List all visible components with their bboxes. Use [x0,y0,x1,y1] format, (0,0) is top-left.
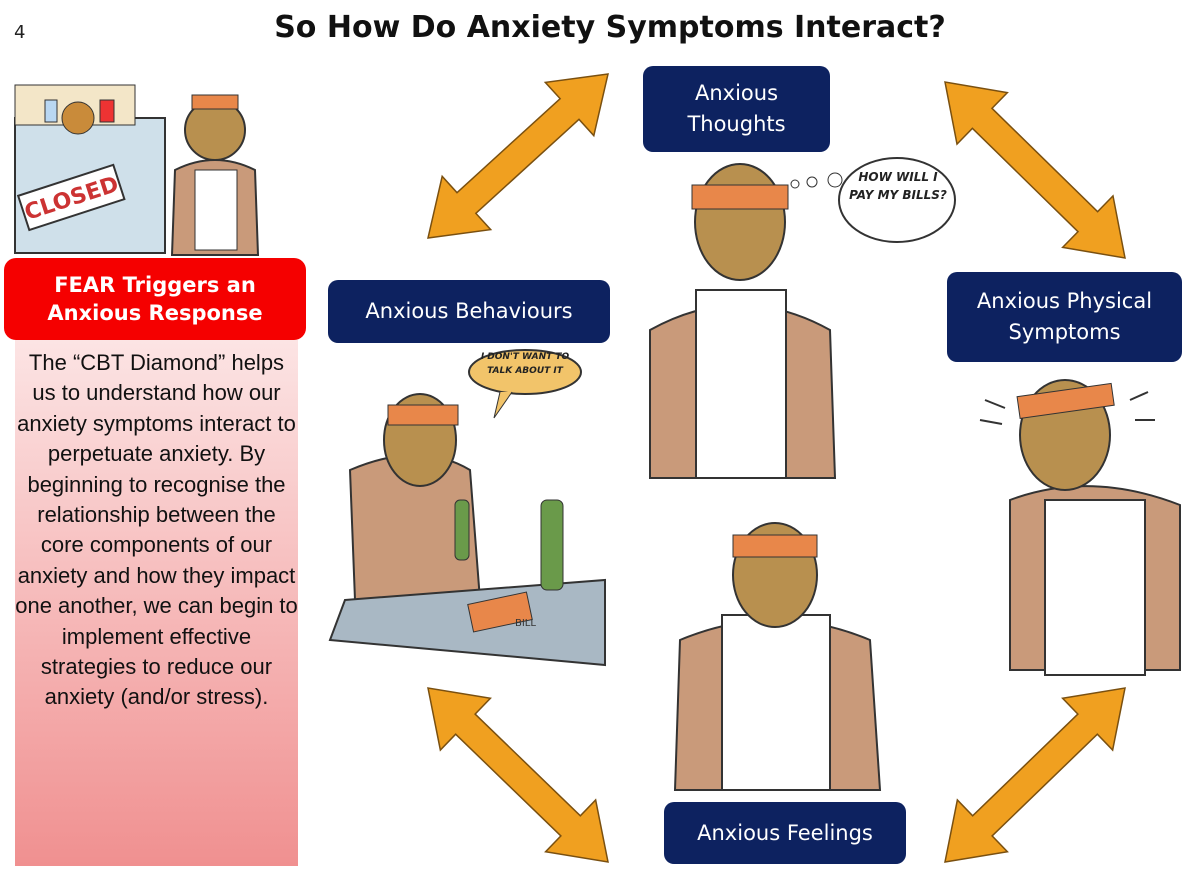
anxious-behaviours-illustration: BILL I DON'T WANT TO TALK ABOUT IT [328,349,606,667]
arrow-thoughts-physical-icon [944,81,1126,259]
bill-text: BILL [515,618,536,629]
node-anxious-physical-symptoms: Anxious Physical Symptoms [947,272,1182,362]
arrow-feelings-physical-icon [944,687,1126,863]
anxious-thoughts-illustration: HOW WILL I PAY MY BILLS? [649,157,956,479]
anxious-feelings-illustration [673,522,882,791]
node-anxious-behaviours: Anxious Behaviours [328,280,610,343]
thought-bubble-text: HOW WILL I PAY MY BILLS? [849,170,947,202]
arrow-behaviours-feelings-icon [427,687,609,863]
anxious-physical-illustration [979,379,1181,676]
page-title: So How Do Anxiety Symptoms Interact? [274,10,946,45]
node-anxious-thoughts: Anxious Thoughts [643,66,830,152]
node-anxious-feelings: Anxious Feelings [664,802,906,864]
speech-bubble-text: I DON'T WANT TO TALK ABOUT IT [480,352,570,376]
fear-trigger-box: FEAR Triggers an Anxious Response [4,258,306,340]
cbt-description: The “CBT Diamond” helps us to understand… [15,340,298,866]
page-number: 4 [14,22,26,43]
arrow-behaviours-thoughts-icon [427,73,609,239]
closed-shop-illustration: CLOSED [14,84,260,256]
